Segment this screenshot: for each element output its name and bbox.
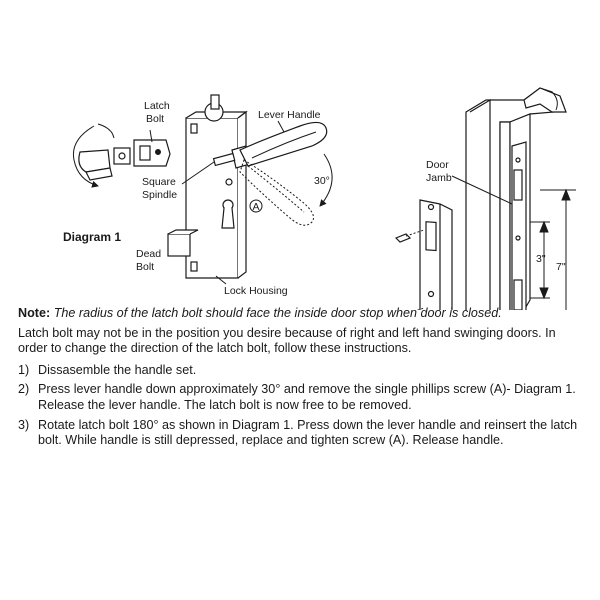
- angle-label: 30°: [314, 175, 330, 187]
- lever-handle-label: Lever Handle: [258, 109, 321, 121]
- lock-housing-body: [167, 110, 248, 279]
- lever-handle: [239, 121, 328, 167]
- rotated-latch-bolt: [72, 123, 115, 188]
- note-body: The radius of the latch bolt should face…: [53, 306, 502, 320]
- latch-bolt-leader: [149, 129, 153, 143]
- steps-list: 1) Dissasemble the handle set. 2) Press le…: [18, 363, 584, 449]
- door-jamb-label-line-1: Door: [426, 159, 449, 171]
- step-text: Rotate latch bolt 180° as shown in Diagr…: [38, 417, 578, 448]
- step-item: 1) Dissasemble the handle set.: [18, 363, 584, 379]
- door-jamb-leader: [451, 175, 513, 205]
- step-text: Dissasemble the handle set.: [38, 362, 197, 377]
- note: Note: The radius of the latch bolt shoul…: [18, 306, 584, 322]
- lever-handle-pressed: [239, 159, 314, 226]
- note-title: Note:: [18, 306, 51, 320]
- lever-handle-leader: [277, 120, 285, 133]
- latch-bolt-label-line-1: Latch: [144, 100, 170, 112]
- square-spindle-leader: [181, 161, 215, 185]
- diagram-1: A Latch Bolt Lever Handle Square Spindle…: [63, 94, 333, 297]
- step-number: 2): [18, 382, 30, 397]
- latch-bolt-part: [113, 139, 171, 167]
- dim-3-label: 3": [536, 253, 546, 265]
- step-number: 3): [18, 417, 30, 432]
- rotation-arc: [319, 153, 333, 207]
- dead-bolt-label-line-2: Bolt: [136, 261, 154, 273]
- dead-bolt-label-line-1: Dead: [136, 248, 161, 260]
- dim-7-label: 7": [556, 261, 566, 273]
- lock-housing-leader: [215, 275, 227, 285]
- lock-housing-label: Lock Housing: [224, 285, 288, 297]
- illustration: A Latch Bolt Lever Handle Square Spindle…: [63, 87, 576, 310]
- step-text: Press lever handle down approximately 30…: [38, 382, 576, 412]
- intro-paragraph: Latch bolt may not be in the position yo…: [18, 325, 556, 356]
- square-spindle-label-line-2: Spindle: [142, 189, 177, 201]
- square-spindle-label-line-1: Square: [142, 176, 176, 188]
- screw-a-circle: [249, 199, 263, 213]
- diagram-1-title: Diagram 1: [63, 230, 121, 244]
- instructions: Note: The radius of the latch bolt shoul…: [18, 306, 584, 453]
- door-jamb-label-line-2: Jamb: [426, 172, 452, 184]
- step-item: 2) Press lever handle down approximately …: [18, 382, 584, 413]
- latch-bolt-label-line-2: Bolt: [146, 113, 164, 125]
- step-number: 1): [18, 362, 30, 377]
- step-item: 3) Rotate latch bolt 180° as shown in Dia…: [18, 418, 584, 449]
- screw-a-label: A: [252, 201, 259, 213]
- door-jamb-diagram: Door Jamb 3" 7": [394, 87, 576, 310]
